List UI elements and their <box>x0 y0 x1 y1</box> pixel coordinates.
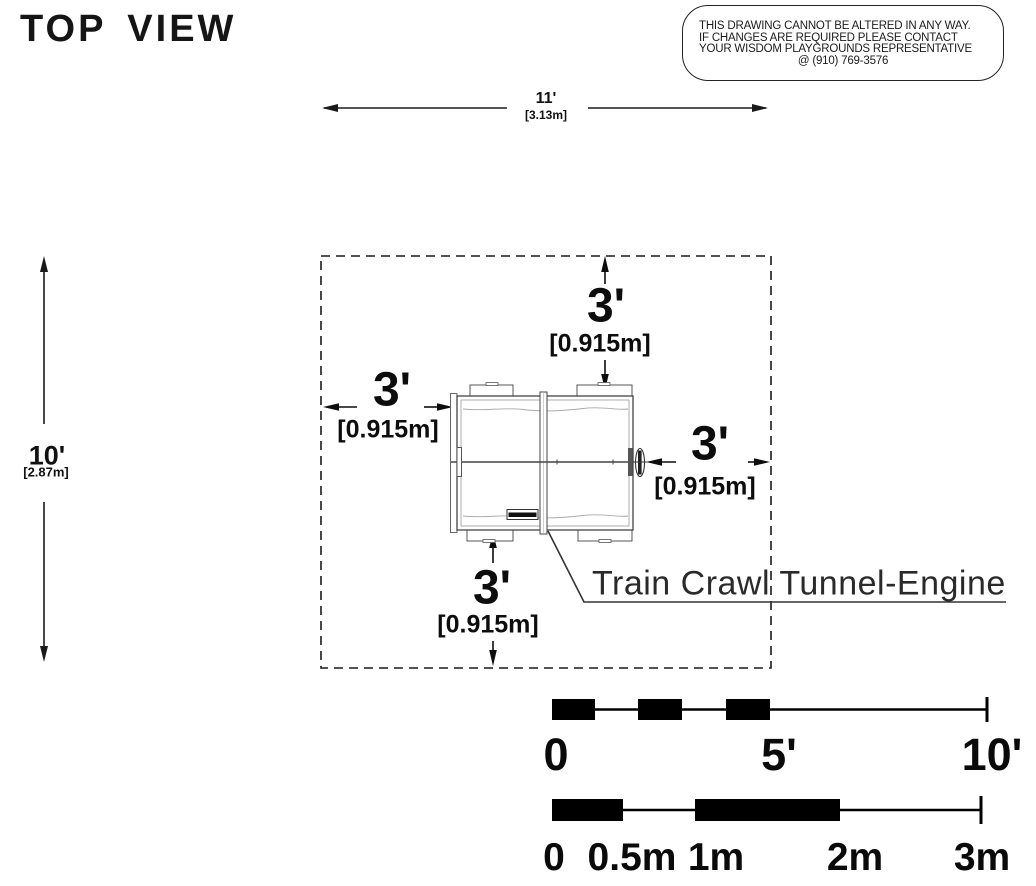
clearance-right-arrows <box>646 458 770 466</box>
clearance-bottom-arrows <box>489 532 497 666</box>
overall-depth-metric-label: [2.87m] <box>23 464 69 480</box>
feet-scale-label-0: 0 <box>543 729 569 780</box>
clearance-left-arrows <box>323 403 453 411</box>
equipment-leader-line <box>547 530 1006 603</box>
overall-width-feet-label: 11' <box>535 90 557 107</box>
no-alteration-note: THIS DRAWING CANNOT BE ALTERED IN ANY WA… <box>682 5 1004 81</box>
meter-scale-label-3: 3m <box>953 836 1011 879</box>
use-zone-boundary <box>320 255 772 669</box>
equipment-label: Train Crawl Tunnel-Engine <box>592 564 1006 603</box>
clearance-top-arrows <box>601 256 609 390</box>
clearance-right-metric-label: [0.915m] <box>654 472 756 501</box>
feet-scale-label-5: 5' <box>761 729 797 780</box>
note-line: THIS DRAWING CANNOT BE ALTERED IN ANY WA… <box>699 20 971 32</box>
clearance-top-metric-label: [0.915m] <box>549 329 651 358</box>
meter-scale-label-1: 1m <box>687 836 745 879</box>
feet-scale-label-10: 10' <box>961 729 1023 780</box>
clearance-bottom-metric-label: [0.915m] <box>437 610 539 639</box>
note-line: IF CHANGES ARE REQUIRED PLEASE CONTACT <box>699 31 958 44</box>
overall-depth-feet-label: 10' <box>28 440 66 471</box>
note-phone-line: @ (910) 769-3576 <box>797 55 889 68</box>
clearance-bottom-feet-label: 3' <box>472 561 512 615</box>
train-crawl-tunnel-plan <box>450 382 648 543</box>
clearance-left-metric-label: [0.915m] <box>337 415 439 444</box>
clearance-top-feet-label: 3' <box>586 279 626 333</box>
meter-scale-label-05: 0.5m <box>587 836 677 879</box>
meter-scale-label-0: 0 <box>543 836 565 879</box>
meter-scale-label-2: 2m <box>826 836 884 879</box>
scale-bar-feet <box>552 697 989 722</box>
scale-bar-meters <box>552 796 983 824</box>
overall-width-metric-label: [3.13m] <box>524 108 568 122</box>
note-line: YOUR WISDOM PLAYGROUNDS REPRESENTATIVE <box>699 43 972 56</box>
overall-depth-dimension-arrow <box>40 256 48 662</box>
overall-width-dimension-arrow <box>322 104 768 112</box>
page-title: TOP VIEW <box>20 8 237 50</box>
clearance-right-feet-label: 3' <box>690 417 730 471</box>
clearance-left-feet-label: 3' <box>372 363 412 417</box>
